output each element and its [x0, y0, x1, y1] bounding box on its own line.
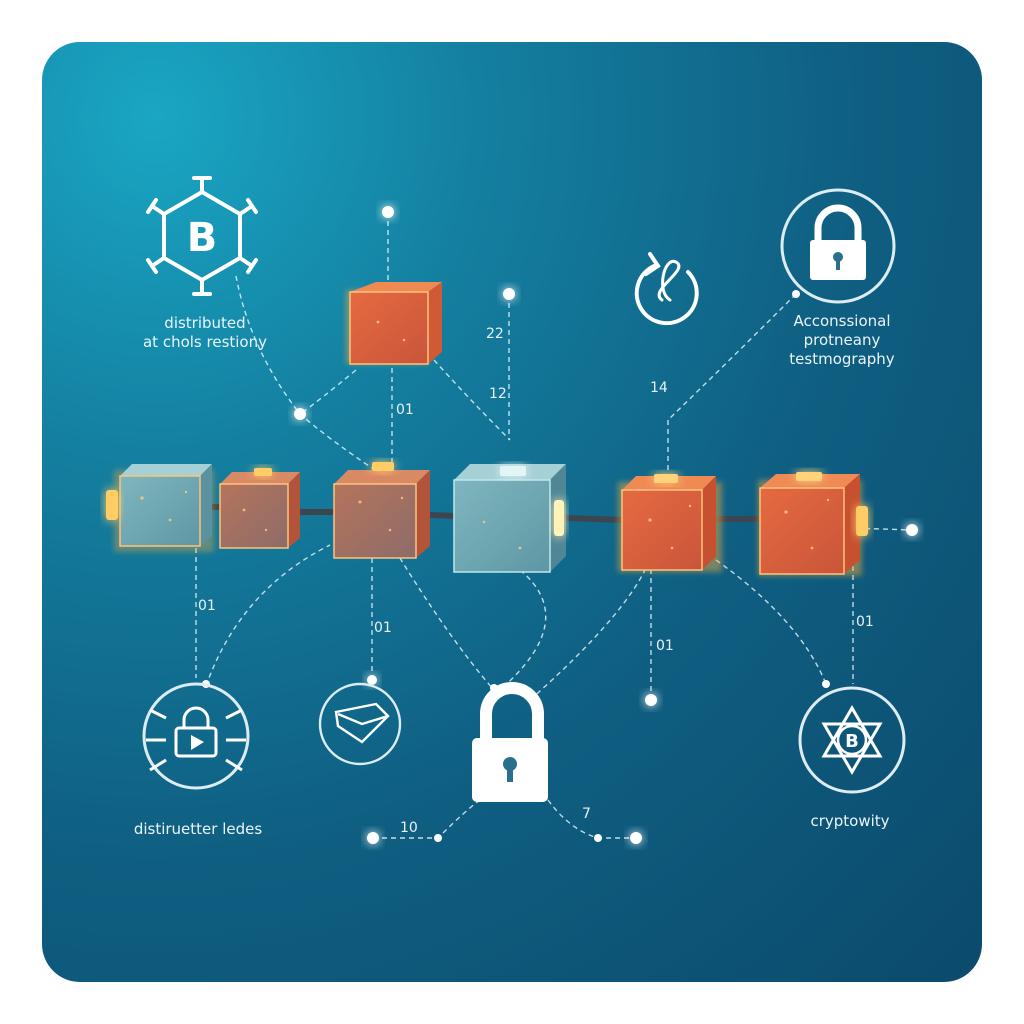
number-label: 22: [486, 326, 504, 342]
number-label: 10: [400, 820, 418, 836]
label-top-left: distributed at chols restiony: [130, 314, 280, 352]
label-bottom-right: cryptowity: [810, 812, 890, 830]
label-line: protneany: [803, 330, 881, 349]
gem-icon: [318, 682, 402, 766]
number-label: 7: [582, 806, 591, 822]
block-5: [618, 474, 722, 572]
number-label: 01: [856, 614, 874, 630]
block-1: [106, 464, 214, 552]
block-specks: [140, 320, 830, 550]
padlock-icon: [472, 682, 548, 802]
block-3: [333, 462, 430, 559]
label-line: at chols restiony: [142, 332, 267, 351]
block-top: [346, 282, 442, 365]
number-label: 01: [396, 402, 414, 418]
number-label: 01: [198, 598, 216, 614]
number-label: 14: [650, 380, 668, 396]
number-label: 01: [656, 638, 674, 654]
number-label: 12: [489, 386, 507, 402]
chain-links: [209, 504, 765, 523]
bitcoin-hexagon-icon: B: [146, 176, 258, 296]
label-top-right: Acconssional protneany testmography: [772, 312, 912, 368]
block-6: [758, 472, 868, 576]
label-line: Acconssional: [793, 312, 891, 330]
bitcoin-star-icon: B: [798, 686, 906, 794]
number-label: 01: [374, 620, 392, 636]
block-2: [219, 468, 300, 549]
lock-video-icon: [142, 682, 250, 790]
label-line: distributed: [164, 314, 246, 332]
label-line: testmography: [789, 349, 895, 368]
svg-text:B: B: [187, 215, 218, 261]
refresh-infinity-icon: [634, 252, 699, 326]
padlock-icon: [780, 188, 896, 304]
block-4: [453, 464, 566, 573]
label-bottom-left: distiruetter ledes: [133, 820, 263, 838]
connector-lines: [195, 212, 913, 839]
svg-text:B: B: [845, 731, 859, 752]
